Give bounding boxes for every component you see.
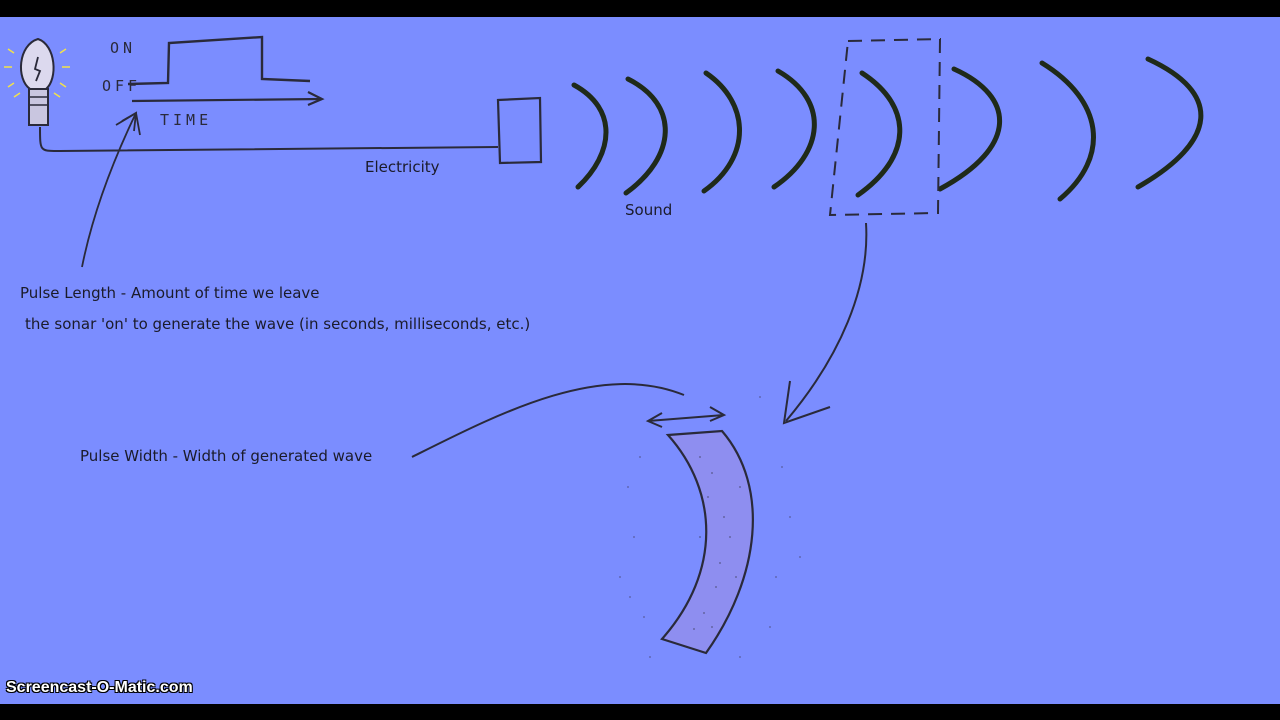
selected-wave-dashed-box — [828, 37, 942, 217]
zoom-arrow — [782, 222, 868, 425]
zoomed-wave — [619, 396, 801, 658]
pulse-width-label: Pulse Width - Width of generated wave — [80, 447, 373, 465]
sound-wave-arcs — [571, 56, 1204, 202]
pulse-length-label-line2: the sonar 'on' to generate the wave (in … — [25, 315, 531, 333]
diagram-drawing — [4, 35, 1204, 658]
pulse-width-pointer-line — [411, 383, 685, 458]
electricity-wire — [39, 126, 499, 153]
width-double-arrow — [645, 406, 727, 428]
pulse-length-pointer-arrow — [81, 111, 141, 268]
time-axis-arrow — [131, 91, 325, 107]
on-label: ON — [110, 39, 137, 57]
time-label: TIME — [160, 111, 213, 129]
screencast-watermark: Screencast-O-Matic.com — [6, 679, 193, 696]
pulse-square-wave — [127, 35, 311, 86]
pulse-length-label-line1: Pulse Length - Amount of time we leave — [20, 284, 320, 302]
off-label: OFF — [102, 77, 142, 95]
whiteboard-canvas: ON OFF TIME Electricity Sound Pulse Leng… — [0, 17, 1280, 704]
sound-label: Sound — [625, 201, 673, 219]
light-bulb-icon — [4, 37, 70, 126]
electricity-label: Electricity — [365, 158, 440, 176]
transducer-box — [496, 96, 543, 165]
